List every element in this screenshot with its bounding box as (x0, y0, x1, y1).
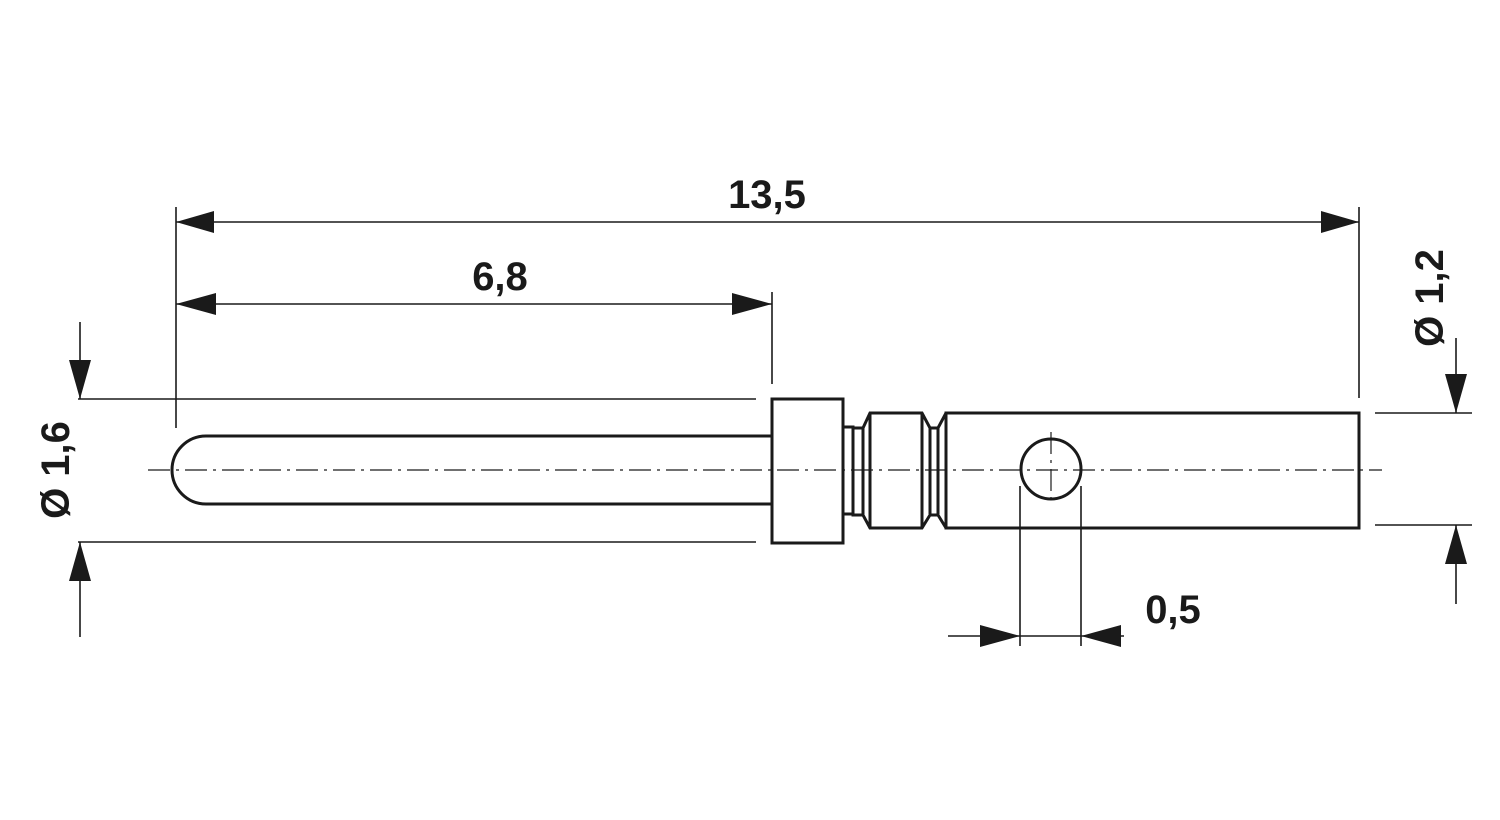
dimension-barrel-diameter: Ø 1,2 (1408, 249, 1467, 604)
pin-body (170, 434, 772, 506)
dimension-label-hole-width: 0,5 (1145, 588, 1201, 632)
collar (770, 397, 845, 545)
dimension-label-overall-length: 13,5 (728, 173, 806, 217)
contact-pin (170, 397, 1361, 545)
dimension-pin-length: 6,8 (176, 255, 772, 315)
dimension-overall-length: 13,5 (176, 173, 1359, 233)
center-lines (148, 432, 1382, 506)
extension-lines (78, 207, 1472, 646)
dimension-label-pin-diameter: Ø 1,6 (34, 421, 78, 519)
dimension-hole-width: 0,5 (948, 588, 1201, 647)
dimension-label-pin-length: 6,8 (472, 255, 528, 299)
dimension-label-barrel-diameter: Ø 1,2 (1408, 249, 1452, 347)
dimension-pin-diameter: Ø 1,6 (34, 322, 91, 637)
